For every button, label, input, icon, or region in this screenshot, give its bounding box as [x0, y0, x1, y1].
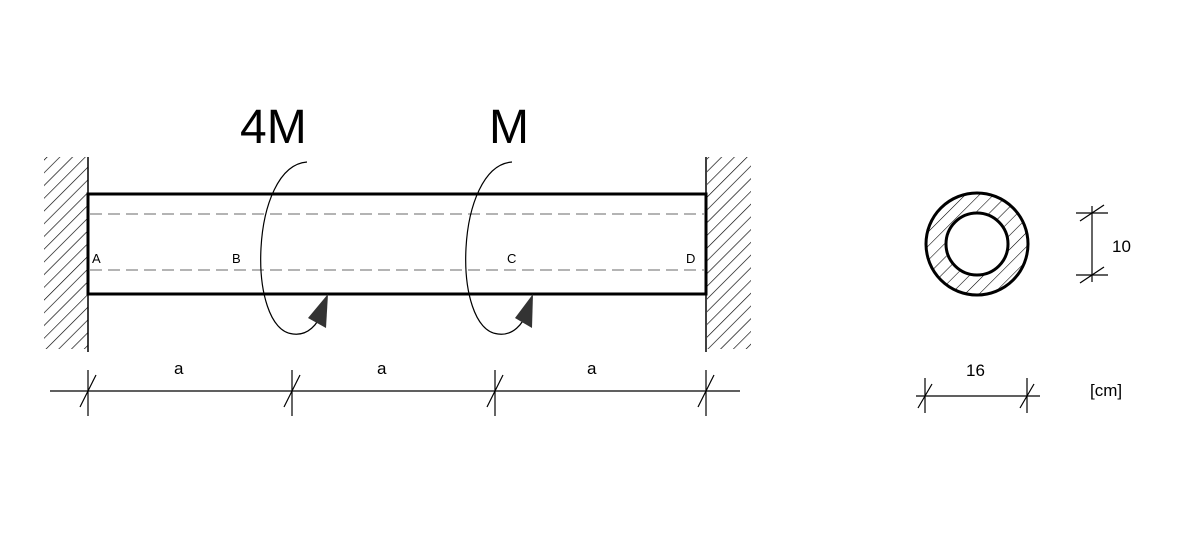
- point-label-c: C: [507, 251, 516, 266]
- outer-diameter-dimension: [916, 378, 1040, 413]
- torque-label-4m: 4M: [240, 101, 307, 154]
- left-fixed-support: [44, 157, 89, 352]
- span-label-bc: a: [377, 359, 387, 378]
- torque-label-m: M: [489, 101, 529, 154]
- inner-diameter-label: 10: [1112, 237, 1131, 256]
- right-fixed-support: [705, 157, 751, 352]
- span-dimension-line: [50, 370, 740, 416]
- torque-arrow-4m: [260, 161, 328, 335]
- point-label-b: B: [232, 251, 241, 266]
- inner-diameter-dimension: [1076, 204, 1108, 284]
- hollow-cross-section: [924, 191, 1030, 297]
- point-label-d: D: [686, 251, 695, 266]
- point-label-a: A: [92, 251, 101, 266]
- unit-label: [cm]: [1090, 381, 1122, 400]
- shaft: [86, 192, 708, 296]
- span-label-cd: a: [587, 359, 597, 378]
- span-label-ab: a: [174, 359, 184, 378]
- outer-diameter-label: 16: [966, 361, 985, 380]
- torque-arrow-m: [465, 161, 533, 335]
